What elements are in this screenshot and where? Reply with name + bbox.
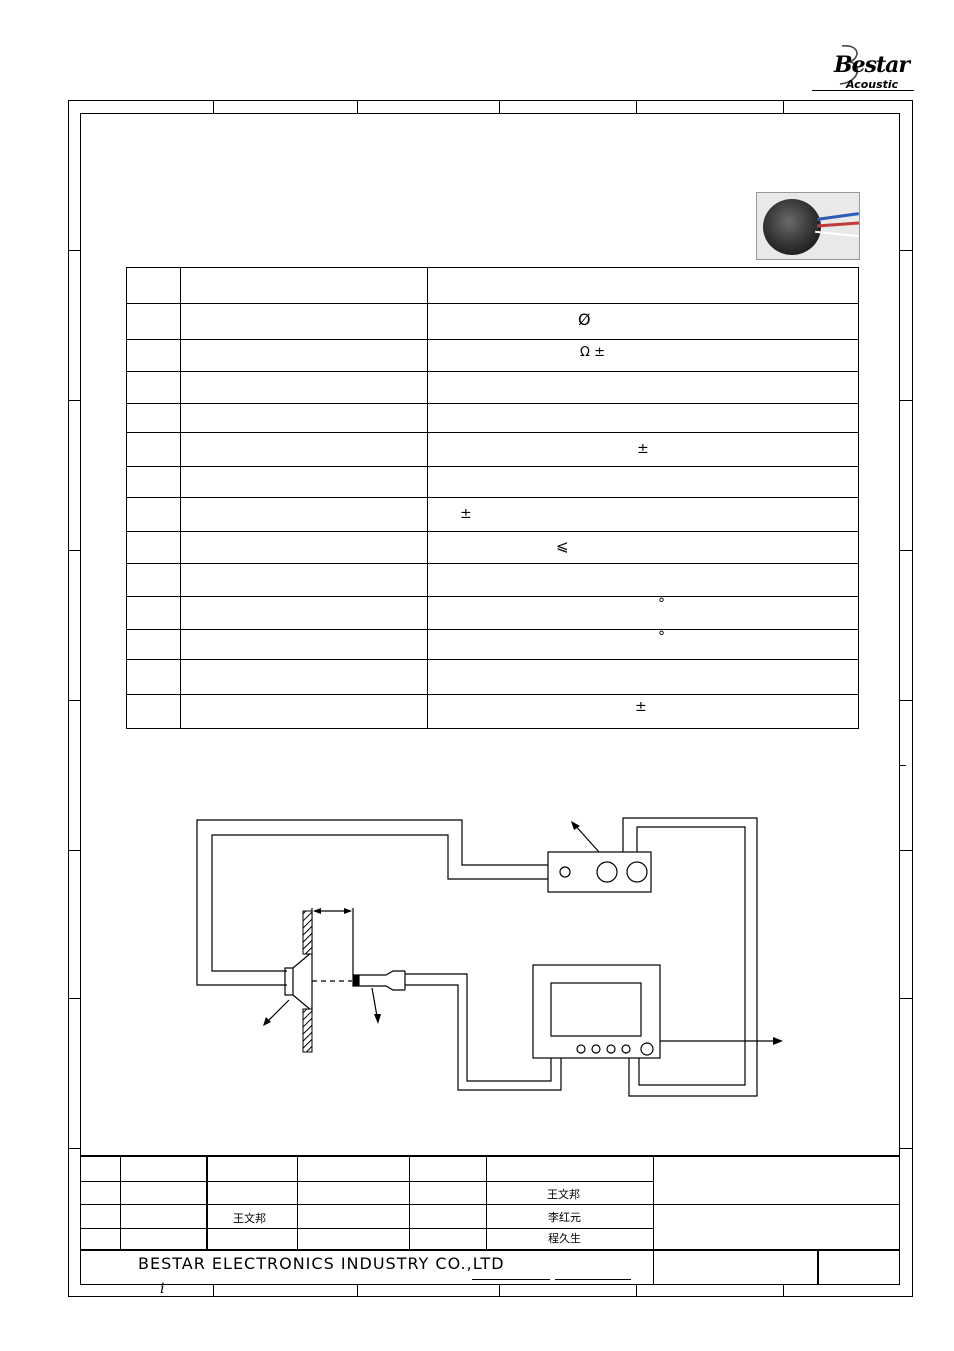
title-block-col (653, 1155, 654, 1285)
table-row (126, 432, 859, 467)
zone-tick (783, 1284, 784, 1297)
signature-underline (472, 1279, 550, 1280)
tolerance-symbol: ± (460, 506, 472, 522)
zone-tick (783, 100, 784, 113)
zone-tick (357, 100, 358, 113)
diameter-symbol: Ø (578, 310, 591, 329)
zone-tick (499, 1284, 500, 1297)
title-block-col (486, 1155, 487, 1249)
wire-red (816, 221, 859, 228)
table-row (126, 303, 859, 340)
revised-by-name: 王文邦 (233, 1212, 266, 1225)
title-block-col (817, 1250, 819, 1285)
table-row (126, 596, 859, 630)
title-block-rule (80, 1181, 654, 1182)
zone-tick (900, 400, 913, 401)
zone-tick (68, 1148, 80, 1149)
tolerance-symbol: ± (635, 699, 647, 715)
zone-tick (68, 700, 80, 701)
less-equal-symbol: ⩽ (556, 537, 569, 555)
table-row (126, 563, 859, 597)
spec-table (126, 267, 859, 729)
page-mark: i (160, 1281, 165, 1297)
outer-frame (68, 100, 913, 1297)
title-block-rule (80, 1249, 900, 1251)
zone-tick (68, 250, 80, 251)
title-block-top-rule (80, 1155, 900, 1157)
degree-symbol: ° (658, 596, 665, 612)
bestar-logo: Bestar Acoustic (812, 44, 916, 96)
zone-tick (68, 550, 80, 551)
table-row (126, 497, 859, 532)
table-row (126, 659, 859, 695)
zone-tick (636, 100, 637, 113)
title-block-col (120, 1155, 121, 1249)
company-name: BESTAR ELECTRONICS INDUSTRY CO.,LTD (138, 1254, 505, 1273)
degree-symbol: ° (658, 629, 665, 645)
zone-tick (900, 700, 913, 701)
drawn-by-name: 王文邦 (547, 1188, 580, 1201)
inner-frame (80, 113, 900, 1285)
zone-tick (68, 400, 80, 401)
table-row (126, 466, 859, 498)
table-row (126, 694, 859, 729)
table-row (126, 403, 859, 433)
ohm-tolerance-symbol: Ω ± (580, 345, 605, 360)
zone-tick (636, 1284, 637, 1297)
tolerance-symbol: ± (637, 441, 649, 457)
logo-text: Bestar (834, 52, 910, 78)
table-row (126, 339, 859, 372)
zone-tick (68, 998, 80, 999)
wire-blue (816, 212, 859, 221)
acoustic-test-setup-diagram (196, 817, 783, 1097)
logo-rule (812, 90, 914, 91)
table-row (126, 267, 859, 304)
title-block-rule (80, 1228, 654, 1229)
title-block-col (409, 1155, 410, 1249)
zone-tick (357, 1284, 358, 1297)
zone-tick (68, 850, 80, 851)
zone-tick (499, 100, 500, 113)
zone-tick (900, 850, 913, 851)
title-block-col (297, 1155, 298, 1249)
checked-by-name: 李红元 (548, 1211, 581, 1224)
title-block-rule (80, 1204, 900, 1205)
speaker-disc (763, 199, 821, 255)
zone-tick (900, 1148, 913, 1149)
zone-tick (900, 998, 913, 999)
speaker-photo (756, 192, 860, 260)
zone-tick (900, 550, 913, 551)
zone-tick (213, 100, 214, 113)
table-row (126, 629, 859, 660)
zone-tick (900, 250, 913, 251)
title-block-col (206, 1155, 208, 1249)
approved-by-name: 程久生 (548, 1232, 581, 1245)
wire-white (815, 230, 859, 238)
table-row (126, 531, 859, 564)
zone-tick (213, 1284, 214, 1297)
logo-subtext: Acoustic (846, 78, 899, 91)
zone-tick (900, 765, 906, 766)
signature-underline (555, 1279, 631, 1280)
logo-mark-icon (839, 45, 859, 85)
table-row (126, 371, 859, 404)
